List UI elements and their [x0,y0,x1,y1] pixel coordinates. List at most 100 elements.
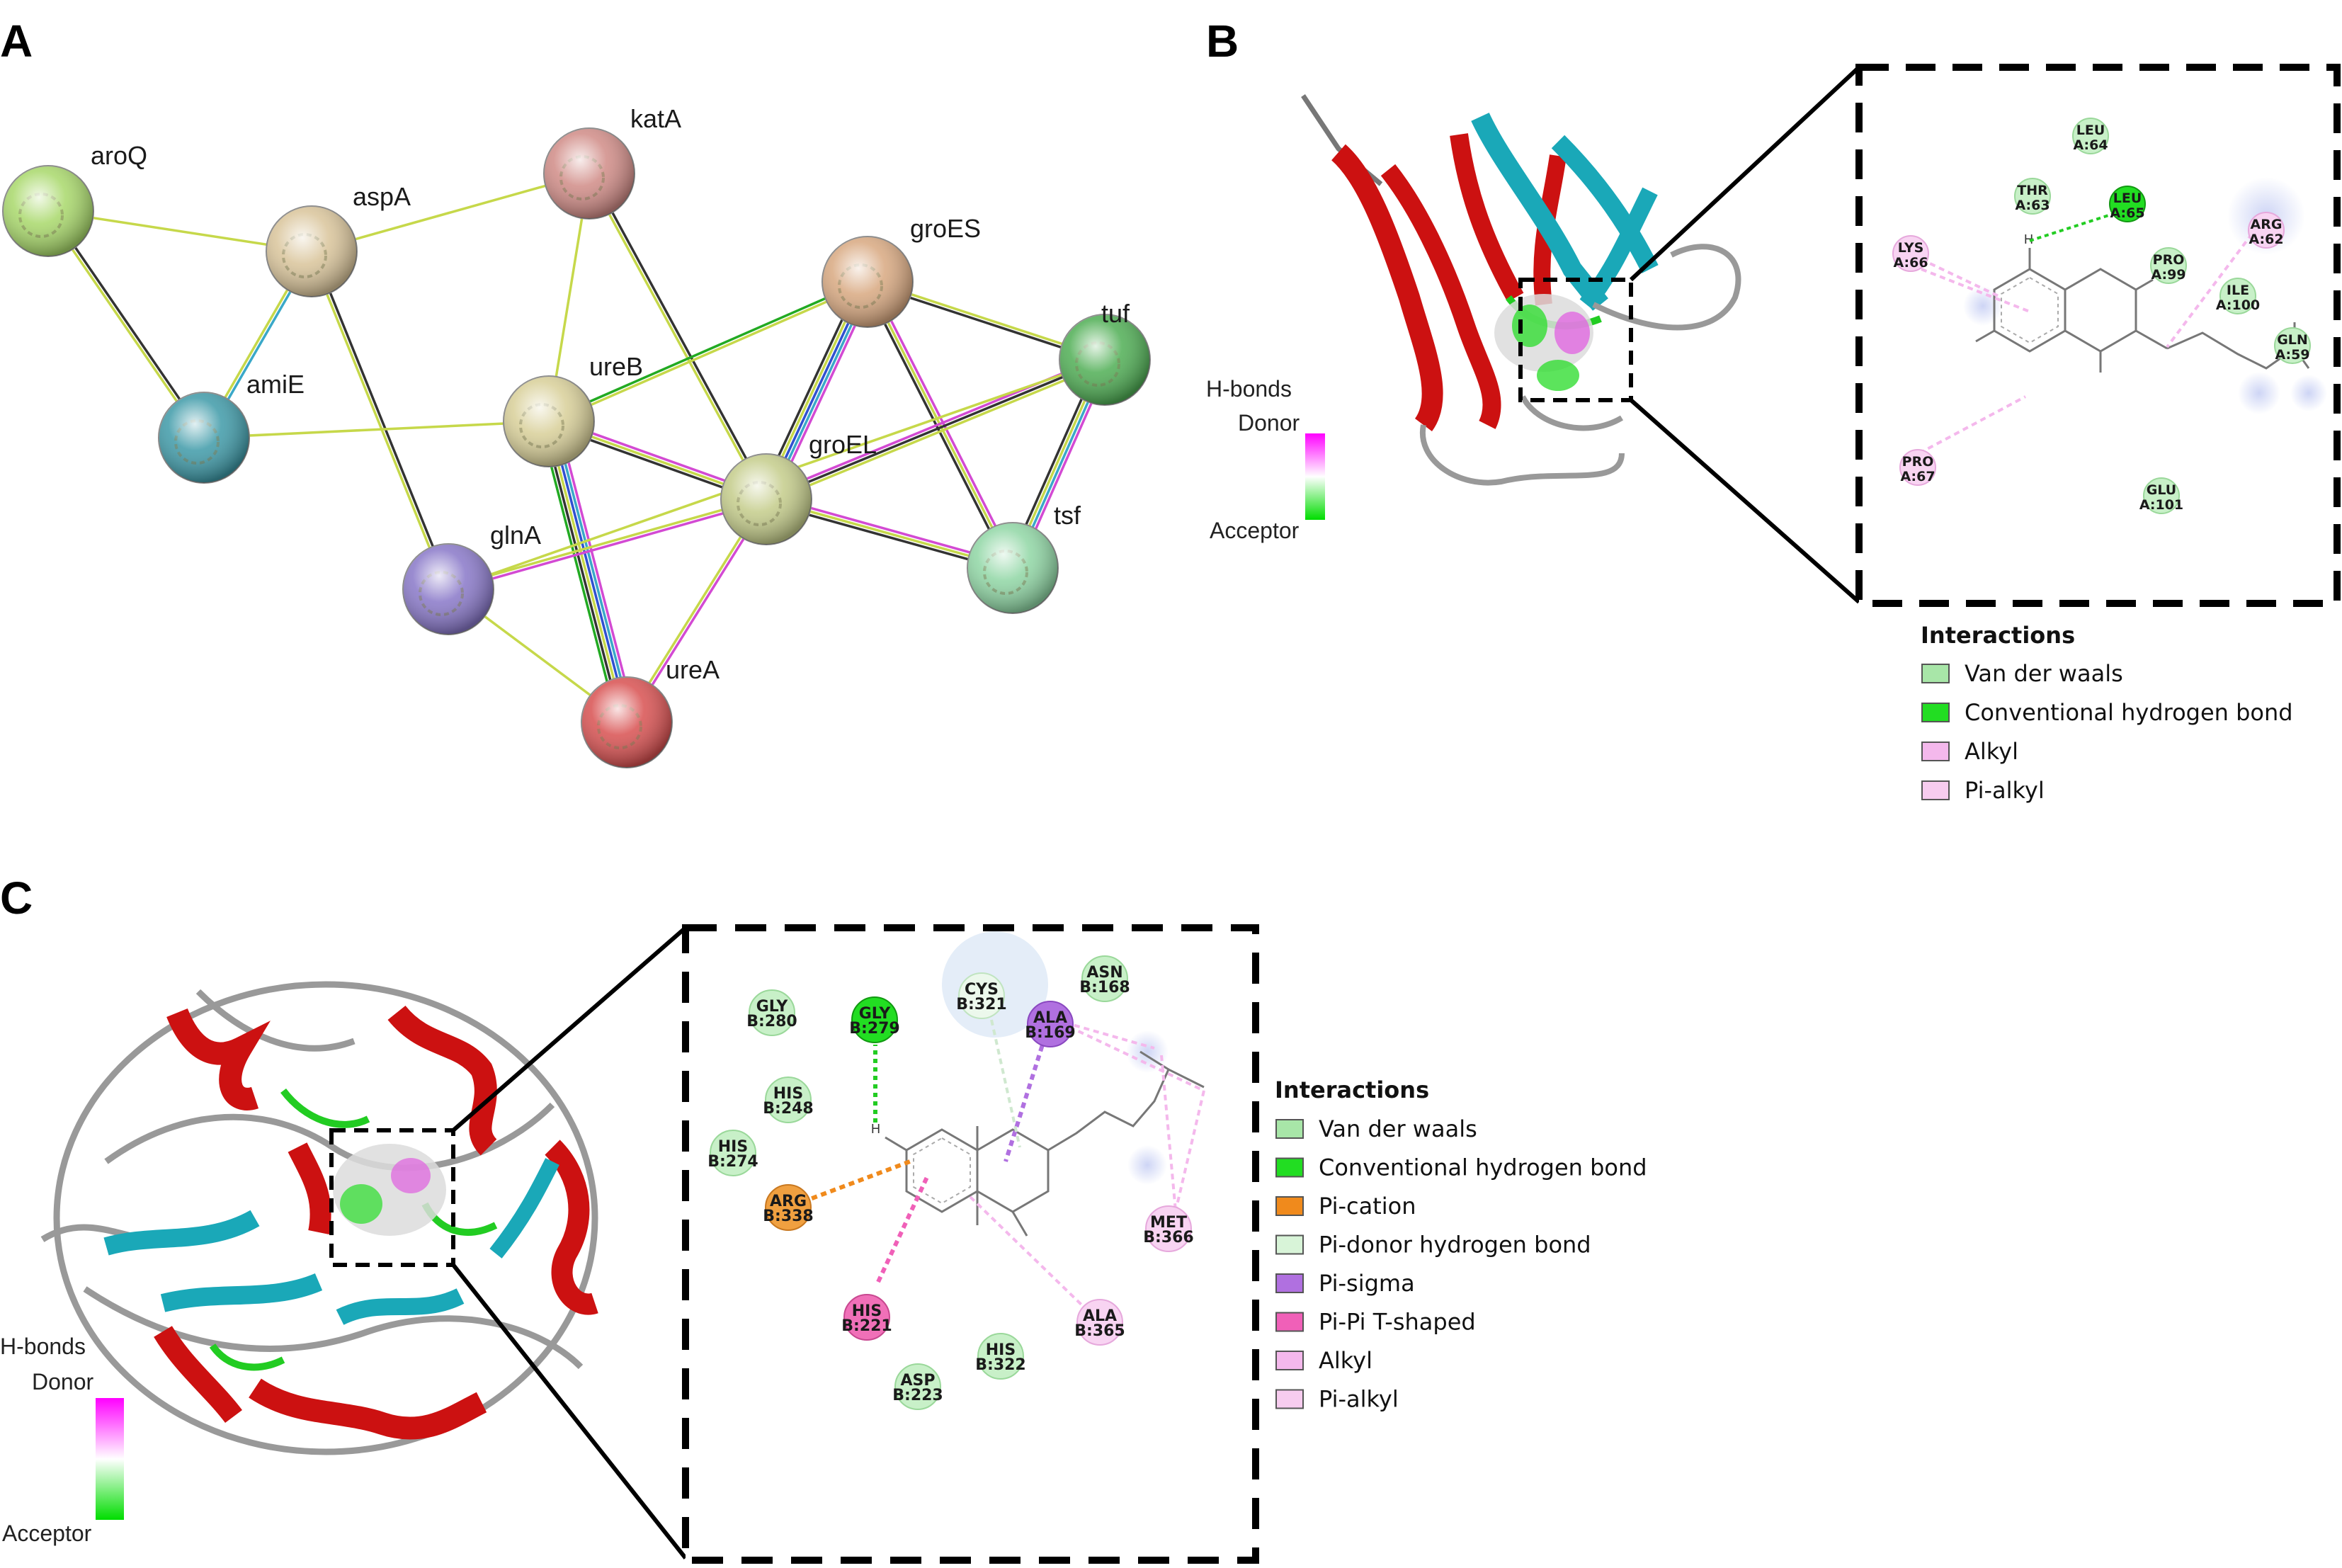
network-node-groES[interactable]: groES [822,214,981,328]
legend-label: Alkyl [1965,738,2018,765]
legend-label: Pi-alkyl [1319,1386,1399,1413]
panel-c-hbond-scale: H-bonds Donor Acceptor [0,1334,124,1546]
network-edge-ureB-ureA [549,420,630,722]
network-edge-ureB-ureA [556,419,637,721]
network-node-label-ureA: ureA [666,655,720,684]
legend-label: Van der waals [1319,1115,1477,1142]
network-node-label-tuf: tuf [1101,299,1130,328]
network-edge-ureB-groES [547,279,868,421]
network-node-katA[interactable]: katA [543,104,681,220]
legend-item-pi-pi-t-shaped: Pi-Pi T-shaped [1275,1309,1476,1336]
legend-label: Van der waals [1965,660,2123,687]
network-edge-aspA-katA [311,172,590,253]
residue-id: B:338 [763,1208,814,1225]
network-node-ureA[interactable]: ureA [581,655,720,768]
panel-b-hbond-scale: H-bonds Donor Acceptor [1206,376,1325,543]
residue-name: LEU [2076,123,2105,138]
network-node-amiE[interactable]: amiE [158,370,305,484]
network-node-tuf[interactable]: tuf [1059,299,1151,406]
network-nodes: aroQ aspA katA amiE ureB groES tuf groEL glnA tsf… [2,104,1151,768]
residue-id: A:67 [1900,469,1935,484]
network-edge-aspA-glnA [309,251,448,591]
residue-id: B:168 [1079,979,1130,996]
network-edge-ureB-ureA [545,421,627,724]
network-node-glnA[interactable]: glnA [402,521,541,635]
network-edge-katA-groEL [589,171,769,499]
legend-label: Alkyl [1319,1347,1372,1374]
residue-id: A:101 [2139,497,2183,513]
legend-item-van-der-waals: Van der waals [1275,1115,1477,1142]
network-node-label-groES: groES [910,214,981,243]
panel-c-zoom-line-bottom [451,1263,688,1560]
residue-name: CYS [965,981,999,999]
legend-label: Pi-Pi T-shaped [1319,1309,1476,1336]
network-edge-amiE-ureB [203,420,550,439]
residue-id: B:365 [1074,1322,1125,1340]
network-edge-groEL-tuf [767,362,1107,504]
network-node-label-katA: katA [630,104,681,133]
legend-item-pi-donor-hydrogen-bond: Pi-donor hydrogen bond [1275,1232,1591,1259]
residue-name: ASN [1086,964,1122,982]
network-node-groEL[interactable]: groEL [720,430,877,545]
legend-label: Pi-cation [1319,1193,1416,1220]
residue-id: A:99 [2151,267,2185,283]
residue-name: ARG [2251,217,2283,232]
residue-name: PRO [2153,252,2185,268]
residue-name: HIS [718,1138,748,1156]
residue-id: A:66 [1893,255,1928,271]
residue-id: B:223 [892,1387,943,1404]
residue-id: A:64 [2073,137,2108,153]
residue-name: LYS [1898,240,1924,256]
network-node-label-aspA: aspA [353,182,411,211]
legend-item-alkyl: Alkyl [1275,1347,1372,1374]
residue-id: B:169 [1025,1024,1076,1042]
legend-swatch [1275,1351,1304,1370]
panel-b-zoom-line-top [1629,65,1861,282]
residue-id: A:65 [2110,205,2144,221]
network-edge-groEL-tuf [766,358,1105,501]
network-node-label-ureB: ureB [589,352,643,381]
legend-item-alkyl: Alkyl [1921,738,2018,765]
network-node-aspA[interactable]: aspA [266,182,411,297]
network-node-ureB[interactable]: ureB [503,352,643,467]
legend-swatch [1275,1196,1304,1216]
residue-name: ILE [2227,283,2249,298]
panel-b-hbonds-donor: Donor [1238,410,1300,436]
residue-id: B:322 [975,1356,1026,1374]
panel-letter-a: A [0,16,33,67]
legend-item-pi-sigma: Pi-sigma [1275,1270,1415,1297]
legend-item-pi-alkyl: Pi-alkyl [1275,1386,1399,1413]
network-edge-ureB-ureA [552,419,633,722]
panel-c-protein [40,981,598,1455]
panel-b-protein [1301,94,1741,486]
residue-id: A:100 [2216,297,2260,313]
network-node-label-amiE: amiE [246,370,305,399]
residue-name: HIS [852,1302,882,1320]
residue-name: GLU [2147,482,2176,498]
legend-swatch [1921,664,1950,683]
panel-c-hbonds-title: H-bonds [0,1334,86,1359]
network-node-label-aroQ: aroQ [91,141,147,170]
network-node-aroQ[interactable]: aroQ [2,141,147,257]
panel-b-legend-title: Interactions [1921,622,2075,649]
network-node-tsf[interactable]: tsf [967,501,1081,614]
residue-id: B:321 [956,996,1007,1013]
network-edge-ureB-groES [549,282,869,424]
residue-name: ARG [770,1193,807,1210]
network-edge-groEL-glnA [448,499,768,593]
legend-label: Pi-sigma [1319,1270,1415,1297]
network-edge-aspA-glnA [312,250,451,589]
residue-name: THR [2017,183,2048,198]
